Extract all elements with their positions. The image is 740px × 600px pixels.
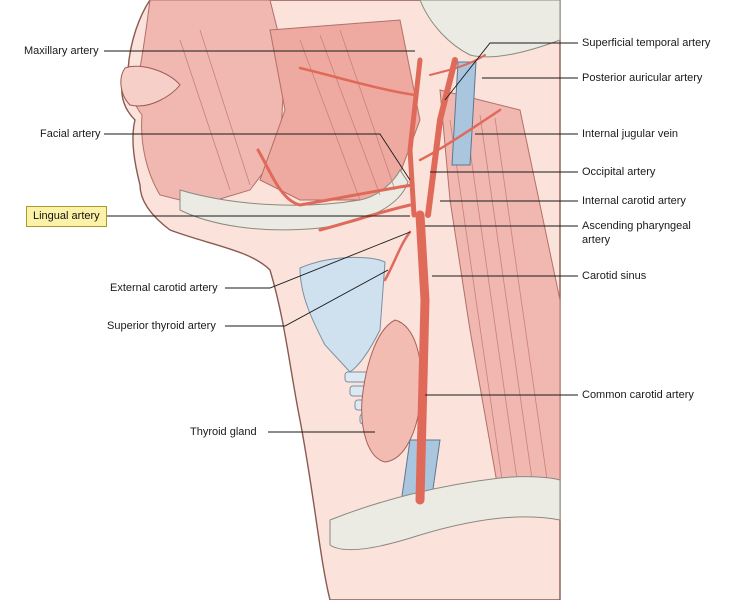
- mandible-bone: [179, 169, 409, 231]
- label-maxillary-artery: Maxillary artery: [24, 45, 99, 57]
- superior-thyroid-artery-vessel: [383, 230, 412, 282]
- label-ascending-pharyngeal-artery-line1: Ascending pharyngeal: [582, 220, 691, 232]
- occipital-artery-vessel: [418, 108, 502, 162]
- arteries: [256, 54, 502, 505]
- label-ascending-pharyngeal-artery-line2: artery: [582, 234, 611, 246]
- leader-lines: [104, 42, 578, 433]
- label-carotid-sinus: Carotid sinus: [582, 270, 647, 282]
- label-superficial-temporal-artery: Superficial temporal artery: [582, 37, 711, 49]
- lingual-artery-vessel: [318, 203, 412, 232]
- masseter-muscle: [259, 19, 421, 201]
- facial-artery-vessel: [256, 148, 414, 207]
- muscle-fibres: [179, 29, 551, 501]
- label-posterior-auricular-artery: Posterior auricular artery: [582, 72, 703, 84]
- label-lingual-artery-highlighted: Lingual artery: [26, 206, 107, 227]
- internal-carotid-artery-vessel: [425, 57, 458, 218]
- label-occipital-artery: Occipital artery: [582, 166, 656, 178]
- lips: [120, 65, 181, 107]
- external-carotid-artery-vessel: [407, 57, 423, 218]
- thyroid-cartilage: [299, 256, 386, 373]
- label-internal-jugular-vein: Internal jugular vein: [582, 128, 679, 140]
- label-thyroid-gland: Thyroid gland: [190, 426, 257, 438]
- label-external-carotid-artery: External carotid artery: [110, 282, 218, 294]
- label-superior-thyroid-artery: Superior thyroid artery: [107, 320, 216, 332]
- maxillary-artery-vessel: [298, 66, 417, 97]
- label-facial-artery: Facial artery: [40, 128, 101, 140]
- common-carotid-artery-vessel: [415, 210, 430, 505]
- posterior-auricular-artery-vessel: [429, 54, 486, 76]
- label-common-carotid-artery: Common carotid artery: [582, 389, 694, 401]
- label-internal-carotid-artery: Internal carotid artery: [582, 195, 686, 207]
